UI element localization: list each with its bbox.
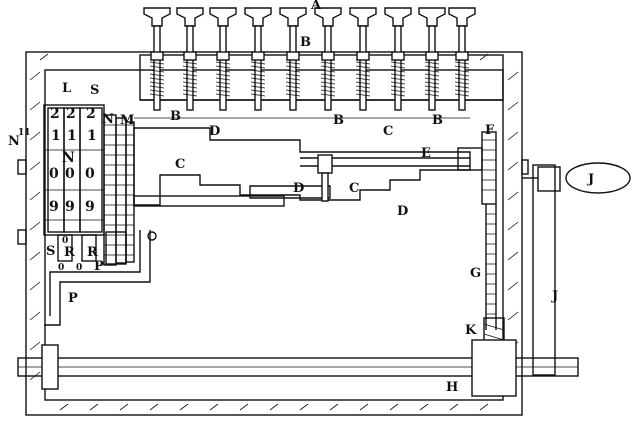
digit-top-2: 2: [66, 106, 76, 122]
casing: [25, 51, 523, 416]
stepped-drum: [133, 117, 471, 207]
label-p2: P: [68, 291, 78, 306]
small-digit-3: 0: [62, 236, 68, 246]
label-r2: R: [87, 245, 98, 260]
label-m: M: [120, 113, 134, 128]
side-pins: [17, 159, 529, 245]
digit-nine-2: 9: [65, 199, 75, 215]
crank-j: [522, 162, 631, 376]
label-l: L: [62, 81, 71, 96]
label-b3: B: [432, 113, 443, 128]
digit-one-1: 1: [51, 128, 61, 144]
bracket-p: [44, 230, 157, 326]
label-n-left-sup: 11: [18, 128, 31, 138]
digit-zero-2: 0: [65, 166, 75, 182]
key-9: [418, 7, 446, 111]
key-7: [349, 7, 377, 111]
label-b1: B: [170, 109, 181, 124]
pinions-r: [57, 231, 127, 265]
label-f: F: [485, 123, 495, 138]
key-group: [143, 7, 476, 111]
key-10: [448, 7, 476, 111]
label-b-keys: B: [300, 35, 311, 50]
label-a: A: [310, 0, 322, 13]
small-digit-1: 0: [58, 263, 64, 273]
label-c3: C: [349, 181, 359, 196]
digit-n: N: [62, 150, 75, 166]
digit-nine-3: 9: [85, 199, 95, 215]
key-5: [279, 7, 307, 111]
chain-g: [485, 204, 497, 330]
gear-stack: [103, 114, 135, 266]
label-e: E: [421, 146, 431, 161]
key-1: [143, 7, 171, 111]
small-digit-2: 0: [76, 263, 82, 273]
label-d3: D: [397, 204, 408, 219]
digit-one-3: 1: [87, 128, 97, 144]
wheel-digits: 2 2 2 1 1 1 N 0 0 0 9 9 9 0 0 0: [49, 106, 97, 273]
key-3: [209, 7, 237, 111]
label-s-low: S: [46, 244, 55, 259]
label-n-left: N: [8, 134, 20, 149]
digit-zero-1: 0: [49, 166, 59, 182]
key-4: [244, 7, 272, 111]
digit-zero-3: 0: [85, 166, 95, 182]
shaft-h: [17, 339, 579, 397]
label-d2: D: [293, 181, 304, 196]
label-s-top: S: [90, 83, 99, 98]
digit-top-1: 2: [50, 106, 60, 122]
label-h: H: [446, 380, 458, 395]
label-c1: C: [383, 124, 393, 139]
label-r1: R: [64, 245, 75, 260]
digit-nine-1: 9: [49, 199, 59, 215]
key-2: [176, 7, 204, 111]
label-c2: C: [175, 157, 185, 172]
label-g: G: [470, 266, 481, 281]
digit-top-3: 2: [86, 106, 96, 122]
label-j2: J: [551, 289, 558, 304]
letter-labels: A B B B B L S N 11 N M D D D C C C E F J…: [8, 0, 594, 395]
label-k: K: [465, 323, 477, 338]
key-8: [384, 7, 412, 111]
digit-one-2: 1: [67, 128, 77, 144]
key-6: [314, 7, 342, 111]
label-p1: P: [94, 259, 104, 274]
label-n-mid: N: [102, 112, 114, 127]
gear-f: [457, 131, 497, 205]
label-j1: J: [587, 172, 594, 187]
label-d1: D: [209, 124, 220, 139]
label-b2: B: [333, 113, 344, 128]
